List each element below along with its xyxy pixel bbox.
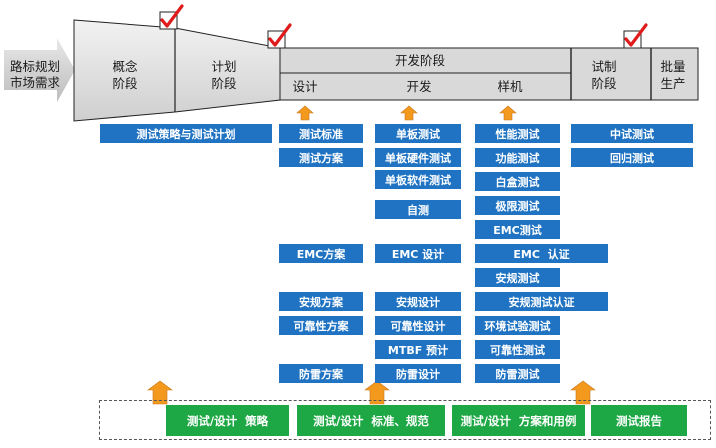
mass-label-2: 生产 — [660, 76, 685, 91]
dev-box: 安规设计 — [375, 292, 461, 311]
big-up-arrow-icon — [364, 380, 390, 405]
proto-box: 白盒测试 — [475, 172, 560, 191]
trial-label-2: 阶段 — [591, 76, 616, 91]
proto-box: EMC 认证 — [475, 244, 608, 263]
dev-sub-develop: 开发 — [406, 79, 432, 94]
design-box: 防雷方案 — [279, 364, 363, 383]
checkmark-icon — [267, 23, 292, 49]
input-label-line1: 路标规划 — [10, 59, 60, 74]
deliverable-box: 测试/设计 策略 — [166, 405, 289, 436]
proto-box: 极限测试 — [475, 196, 560, 215]
proto-box: 性能测试 — [475, 124, 560, 143]
trial-box: 回归测试 — [571, 148, 693, 167]
plan-label-1: 计划 — [211, 59, 236, 74]
dev-box: 自测 — [375, 200, 461, 219]
dev-box: 防雷设计 — [375, 364, 461, 383]
proto-box: 可靠性测试 — [475, 340, 560, 359]
proto-box: 功能测试 — [475, 148, 560, 167]
design-box: 安规方案 — [279, 292, 363, 311]
deliverable-box: 测试/设计 方案和用例 — [452, 405, 585, 436]
big-up-arrow-icon — [147, 380, 173, 405]
dev-box: EMC 设计 — [375, 244, 461, 263]
proto-box: 防雷测试 — [475, 364, 560, 383]
up-arrow-icon — [499, 105, 517, 121]
input-label-line2: 市场需求 — [10, 75, 61, 90]
dev-box: 可靠性设计 — [375, 316, 461, 335]
phase-bar — [279, 47, 699, 101]
concept-label-2: 阶段 — [112, 76, 137, 91]
proto-box: 安规测试 — [475, 268, 560, 287]
concept-label-1: 概念 — [112, 59, 138, 74]
up-arrow-icon — [296, 105, 314, 121]
dev-sub-design: 设计 — [292, 79, 317, 94]
checkmark-icon — [159, 4, 184, 30]
phase-funnel — [73, 19, 281, 122]
checkmark-icon — [623, 23, 648, 49]
design-box: 可靠性方案 — [279, 316, 363, 335]
design-box: 测试标准 — [279, 124, 363, 143]
deliverable-box: 测试报告 — [591, 405, 687, 436]
dev-box: 单板软件测试 — [375, 170, 461, 189]
proto-box: EMC测试 — [475, 220, 560, 239]
dev-box: 单板测试 — [375, 124, 461, 143]
plan-label-2: 阶段 — [211, 76, 236, 91]
design-box: EMC方案 — [279, 244, 363, 263]
deliverable-box: 测试/设计 标准、规范 — [297, 405, 445, 436]
input-arrow — [4, 38, 75, 102]
proto-box: 安规测试认证 — [475, 292, 608, 311]
design-box: 测试方案 — [279, 148, 363, 167]
dev-box: MTBF 预计 — [375, 340, 461, 359]
trial-box: 中试测试 — [571, 124, 693, 143]
dev-box: 单板硬件测试 — [375, 148, 461, 167]
mass-label-1: 批量 — [660, 59, 685, 74]
dev-title: 开发阶段 — [395, 53, 445, 68]
strategy-plan-box: 测试策略与测试计划 — [100, 124, 272, 143]
deliverables-container — [99, 400, 711, 440]
trial-label-1: 试制 — [591, 59, 616, 74]
big-up-arrow-icon — [570, 380, 596, 405]
proto-box: 环境试验测试 — [475, 316, 560, 335]
up-arrow-icon — [400, 105, 418, 121]
dev-sub-prototype: 样机 — [497, 79, 523, 94]
